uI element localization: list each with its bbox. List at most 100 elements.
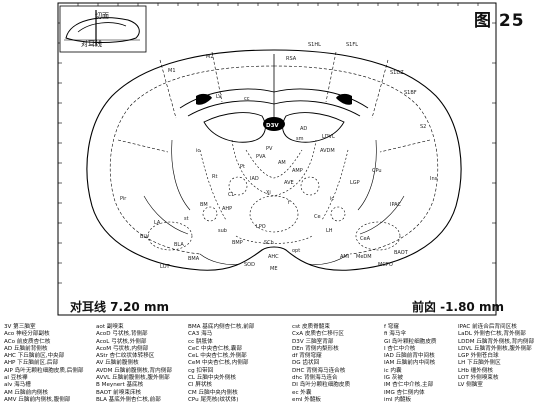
legend-item: cc 胼胝体 [188,338,213,345]
top-ruler [58,2,496,6]
label-cea: CeA [360,236,371,242]
label-ipac: IPAC [390,202,402,208]
label-lh: LH [326,228,333,234]
legend-item: BMA 基底内侧杏仁核,前部 [188,324,255,330]
legend-item: IMG 杏仁侧内体 [384,389,425,396]
legend-item: LV 侧脑室 [458,382,483,389]
legend-item: AVVL 丘脑前腹侧核,腹外侧部 [96,375,170,382]
label-sub: sub [218,228,227,234]
legend-item: ic 内囊 [384,367,402,374]
interaural-coordinate: 对耳线 7.20 mm [70,300,169,314]
legend-item: eml 外髓板 [292,396,322,403]
legend-item: D3V 三脑室背部 [292,338,334,345]
label-opt: opt [292,248,300,254]
label-ic: ic [330,196,334,202]
legend-item: LGP 外侧苍白球 [458,353,499,360]
label-medm: MeDM [356,254,372,260]
label-ad: AD [300,126,307,132]
atlas-plate: S1HL S1FL S1DZ S1BF S2 CPu LGP ic AMP LH… [57,2,524,316]
legend-item: dhc 背侧海马连合 [292,375,338,382]
legend-item: al 豆核襻 [4,375,28,382]
legend-item: LDVL 丘脑背外侧核,腹外侧部 [458,345,532,352]
legend-item: CL 丘脑中央外侧核 [188,375,236,382]
legend-item: CeM 中央杏仁核,内侧部 [188,360,249,367]
striatum-region [143,139,405,265]
legend-item: fi 海马伞 [384,331,407,338]
legend-item: AD 丘脑前背侧核 [4,345,48,352]
label-sch: SCh [264,240,274,246]
legend-item: AcoD 弓状核,背侧部 [96,331,148,338]
legend-item: AStr 杏仁纹状体转移区 [96,353,155,360]
legend-item: CeL 中央杏仁核,外侧部 [188,353,247,360]
legend-item: iml 内髓板 [384,396,412,403]
legend-item: BAOT 前嗅束床核 [96,389,142,396]
label-s1dz: S1DZ [390,70,404,76]
legend-item: ACo 前皮质杏仁核 [4,338,51,345]
inset-section-label: 切面 [95,12,109,20]
legend-column-4: cst 皮质脊髓束 CxA 皮质杏仁移行区 D3V 三脑室背部 DEn 背侧内梨… [292,324,350,404]
callosum-region [179,88,369,143]
brain-outline [86,49,462,271]
abbreviation-legend: 3V 第三脑室 Aco 神经分部副核 ACo 前皮质杏仁核 AD 丘脑前背侧核 … [0,324,554,419]
inset-sagittal-sketch [59,5,147,53]
legend-item: df 背侧穹窿 [292,353,322,360]
label-rt: Rt [212,174,217,180]
legend-item: cst 皮质脊髓束 [292,324,330,330]
bregma-coordinate: 前囟 -1.80 mm [412,300,504,314]
label-bm: BM [200,202,208,208]
label-ce: Ce [314,214,321,220]
legend-item: CA3 海马 [188,331,213,338]
label-avdm: AVDM [320,148,335,154]
label-pir: Pir [120,196,127,202]
label-ahc: AHC [268,254,279,260]
label-pv: PV [266,146,273,152]
legend-item: I 杏仁中介核 [384,345,416,352]
legend-item: AHC 下丘脑前区,中央部 [4,353,65,360]
label-mcpo: MCPO [378,262,393,268]
legend-item: LDDM 丘脑背外侧核,背内侧部 [458,338,535,345]
label-m2: M2 [206,54,214,60]
legend-item: alv 海马槽 [4,382,31,389]
legend-item: ec 外囊 [292,389,312,396]
label-lv: LV [216,94,222,100]
legend-column-5: f 穹窿 fi 海马伞 GI 岛叶颗粒细胞皮质 I 杏仁中介核 IAD 丘脑前背… [384,324,437,404]
legend-item: CPu 尾壳核(纹状体) [188,396,239,403]
label-am: AM [278,160,286,166]
legend-item: IM 杏仁中介核,主部 [384,382,434,389]
legend-item: IPAC 前连合后背间区核 [458,324,517,330]
legend-item: LHb 缰外侧核 [458,367,494,374]
legend-item: DEn 背侧内梨形核 [292,345,339,352]
label-pva: PVA [256,154,266,160]
legend-item: CeC 中央杏仁核,囊部 [188,345,242,352]
lateral-ventricles [196,93,352,131]
label-ahp: AHP [222,206,232,212]
label-me: ME [270,266,277,272]
label-ldvl: LDVL [322,134,335,140]
legend-item: IAM 丘脑前内中间核 [384,360,436,367]
legend-item: Aco 神经分部副核 [4,331,50,338]
label-bla: BLA [174,242,184,248]
legend-item: AHP 下丘脑前区,后部 [4,360,59,367]
label-s1hl: S1HL [308,42,321,48]
label-lgp: LGP [350,180,360,186]
label-d3v: D3V [266,123,279,129]
label-bmp: BMP [232,240,243,246]
label-ave: AVE [284,180,294,186]
legend-item: GI 岛叶颗粒细胞皮质 [384,338,437,345]
legend-item: CxA 皮质杏仁移行区 [292,331,344,338]
legend-item: f 穹窿 [384,324,399,330]
legend-item: 3V 第三脑室 [4,324,36,330]
legend-item: DG 齿状回 [292,360,320,367]
cortex-layers [109,51,439,255]
legend-item: AM 丘脑前内侧核 [4,389,48,396]
legend-item: B Meynert 基底核 [96,382,144,389]
legend-item: DI 岛叶分颗粒细胞皮质 [292,382,351,389]
legend-item: AV 丘脑前腹侧核 [96,360,139,367]
legend-item: aot 副嗅束 [96,324,124,330]
label-s2: S2 [420,124,426,130]
label-cc: cc [244,96,250,102]
label-m1: M1 [168,68,176,74]
inset-interaural-label: 对耳线 [81,40,102,48]
label-ins: Ins [430,176,438,182]
label-sod: SOD [244,262,255,268]
